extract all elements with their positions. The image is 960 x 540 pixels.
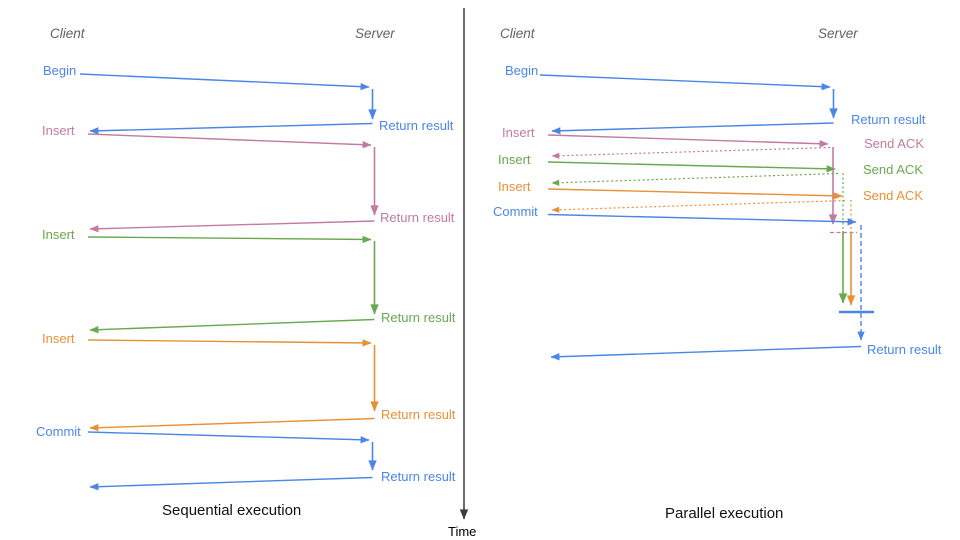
left-begin-label: Begin [43,63,77,78]
left-server-header: Server [355,26,395,41]
left-begin-response-label: Return result [379,118,454,133]
left-insert3-request-arrow [87,339,372,347]
right-client-header: Client [500,26,535,41]
left-insert3-response-label: Return result [381,407,456,422]
left-begin-request-arrow [79,73,370,91]
left-diagram-title: Sequential execution [162,502,302,519]
right-begin-response-label: Return result [851,112,926,127]
right-insert3-exchange [547,188,856,306]
right-insert2-request-arrow [547,161,836,173]
left-commit-exchange [87,431,377,491]
right-begin-label: Begin [505,63,539,78]
left-insert2-return-arrow [89,318,375,334]
left-commit-response-label: Return result [381,469,456,484]
right-begin-request-arrow [539,74,831,91]
right-insert1-request-arrow [547,134,829,148]
left-insert3-exchange [87,339,379,432]
left-commit-request-arrow [87,431,370,444]
left-insert2-response-label: Return result [381,310,456,325]
right-commit-request-arrow [547,213,857,226]
left-begin-return-arrow [89,122,373,135]
left-commit-label: Commit [36,424,81,439]
right-commit-response-label: Return result [867,342,942,357]
left-insert2-exchange [87,235,379,334]
right-insert1-ack-arrow [551,146,831,159]
left-insert2-request-arrow [87,235,372,244]
left-commit-return-arrow [89,476,373,491]
right-insert1-response-label: Send ACK [864,136,924,151]
right-insert1-label: Insert [502,125,535,140]
left-insert3-label: Insert [42,331,75,346]
right-insert2-ack-arrow [551,172,839,186]
right-commit-exchange [547,213,874,361]
right-insert3-response-label: Send ACK [863,188,923,203]
left-insert1-exchange [87,133,379,233]
left-insert1-label: Insert [42,123,75,138]
left-insert1-request-arrow [87,133,372,149]
right-commit-label: Commit [493,204,538,219]
right-diagram-title: Parallel execution [665,505,784,522]
left-insert1-response-label: Return result [380,210,455,225]
right-server-header: Server [818,26,858,41]
right-begin-return-arrow [551,122,834,135]
right-begin-exchange [539,74,838,135]
left-insert2-label: Insert [42,227,75,242]
right-insert2-response-label: Send ACK [863,162,923,177]
left-begin-exchange [79,73,377,135]
right-insert3-ack-arrow [551,199,846,213]
time-axis-label: Time [448,524,477,539]
right-commit-return-arrow [550,345,862,361]
left-insert1-return-arrow [89,220,375,233]
left-insert3-return-arrow [89,417,375,432]
right-insert3-request-arrow [547,188,843,200]
right-insert2-label: Insert [498,152,531,167]
left-client-header: Client [50,26,85,41]
right-insert3-label: Insert [498,179,531,194]
right-insert2-exchange [547,161,848,304]
